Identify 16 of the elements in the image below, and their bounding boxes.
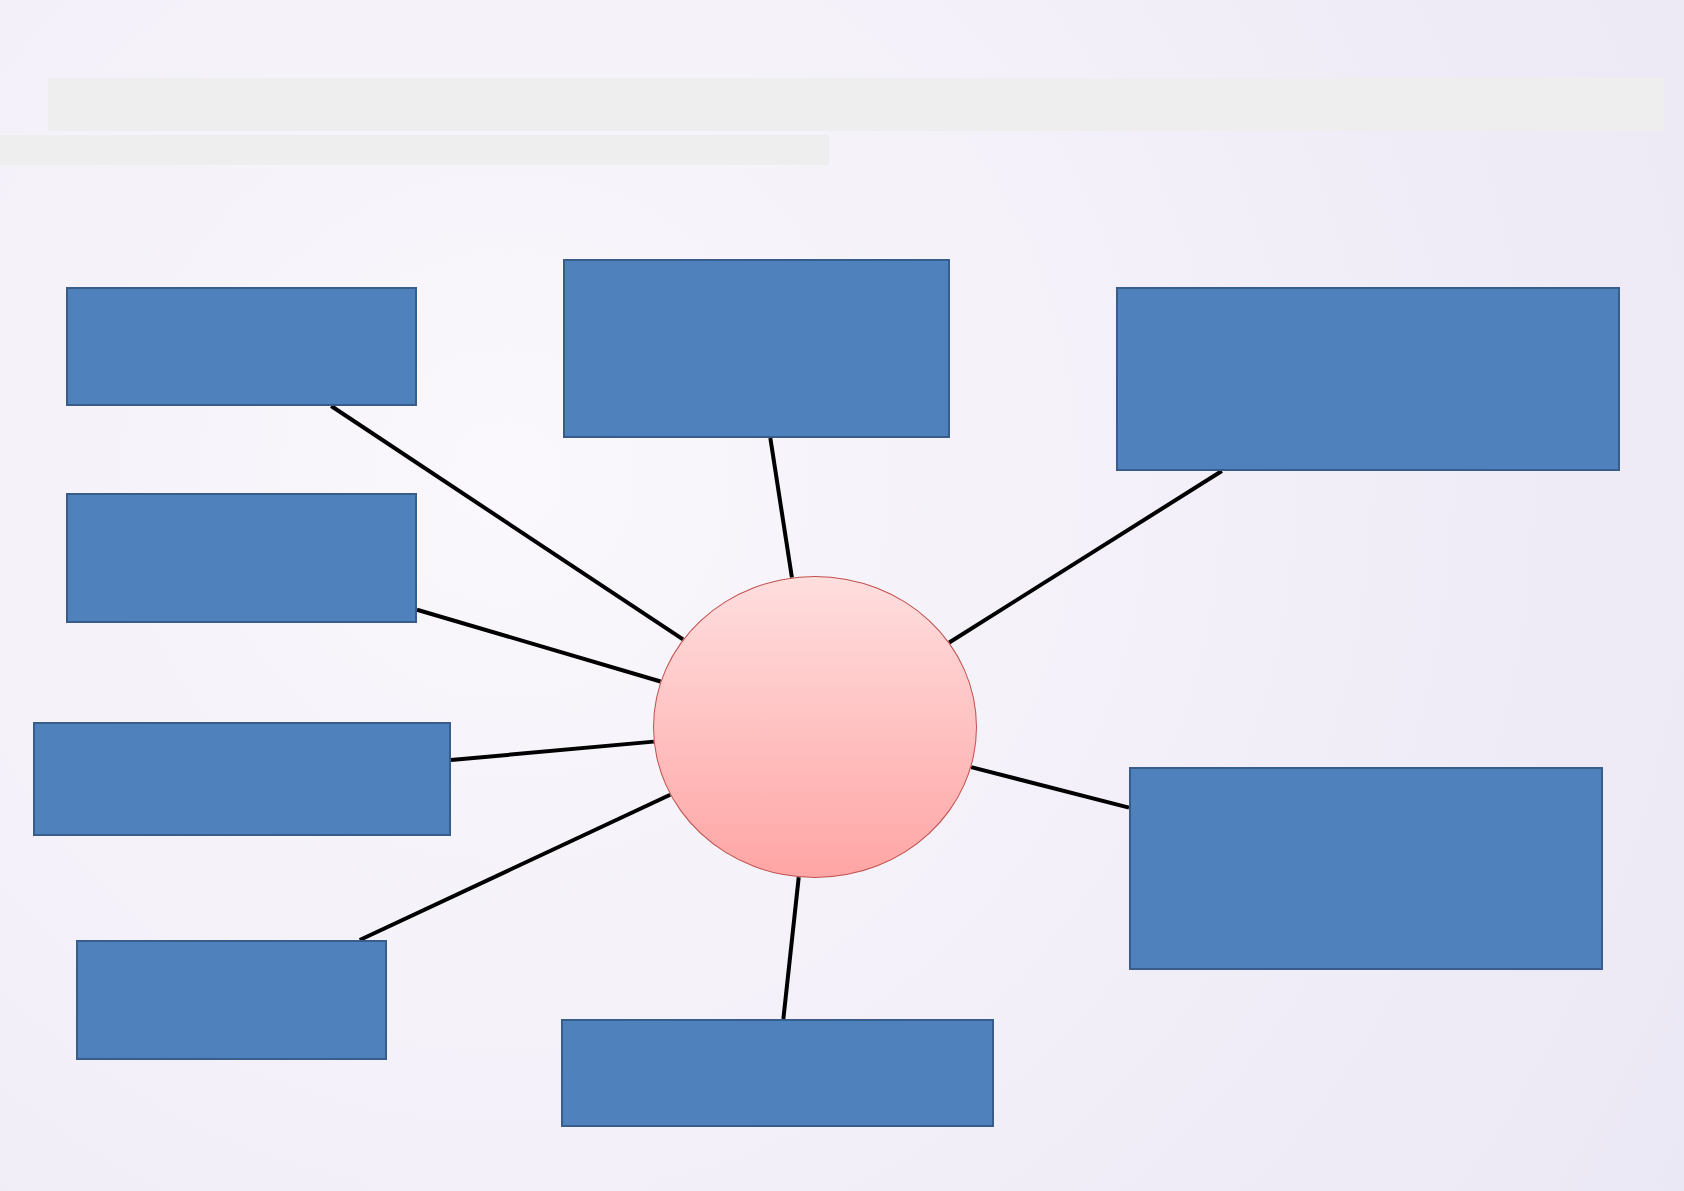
- connector-line: [450, 739, 654, 763]
- connector-line: [358, 792, 672, 942]
- connector-line: [416, 607, 662, 684]
- rectangle: [1129, 767, 1603, 970]
- rectangle: [76, 940, 387, 1060]
- rectangle: [66, 287, 417, 406]
- rectangle: [33, 722, 451, 836]
- rectangle: [561, 1019, 994, 1127]
- connector-line: [970, 765, 1130, 810]
- connector-line: [330, 404, 685, 642]
- connector-line: [781, 877, 801, 1020]
- rectangle: [563, 259, 950, 438]
- connector-line: [768, 437, 794, 578]
- rectangle: [66, 493, 417, 623]
- connector-line: [948, 469, 1223, 645]
- rectangle: [1116, 287, 1620, 471]
